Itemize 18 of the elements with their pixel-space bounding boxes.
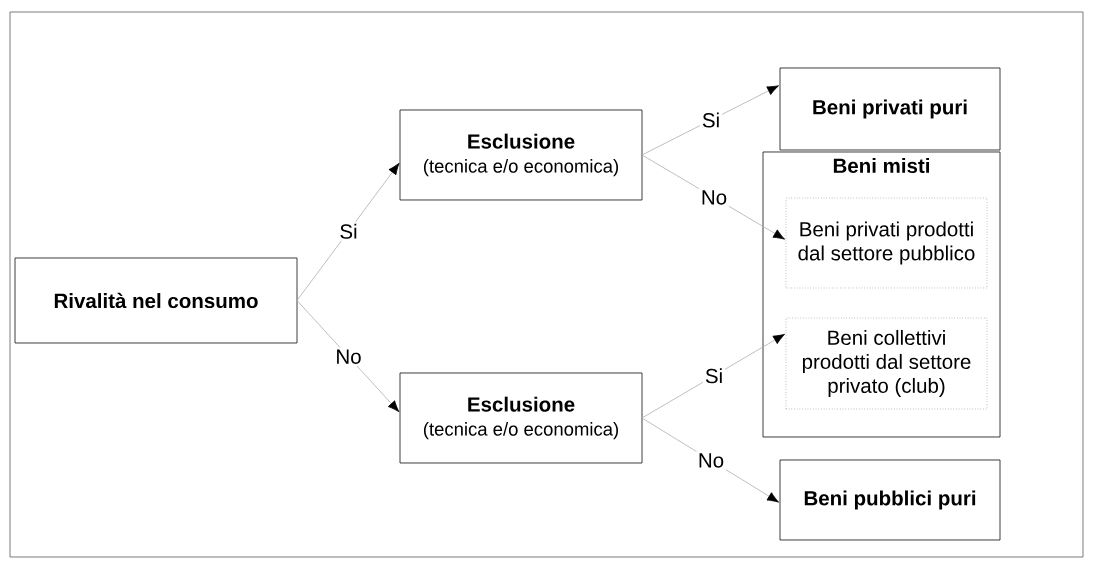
edge-label: No [695,451,727,470]
edge-label: No [698,188,730,207]
process-box: Rivalità nel consumo [14,257,298,344]
dotted-box: Beni privati prodotti dal settore pubblico [785,197,988,289]
arrow [641,85,779,156]
process-box: Esclusione (tecnica e/o economica) [399,372,643,464]
dotted-box: Beni collettivi prodotti dal settore privato (club) [785,317,988,410]
arrow [296,300,400,413]
process-box: Beni pubblici puri [779,459,1001,541]
edge-label: Si [702,366,726,386]
process-box: Beni privati puri [779,67,1001,151]
arrow [641,333,785,419]
edge-label: Si [337,221,360,241]
arrow [641,154,785,240]
edge-label: Si [699,110,723,130]
process-box: Esclusione (tecnica e/o economica) [399,109,643,201]
edge-label: No [333,347,364,366]
arrow [296,162,400,301]
